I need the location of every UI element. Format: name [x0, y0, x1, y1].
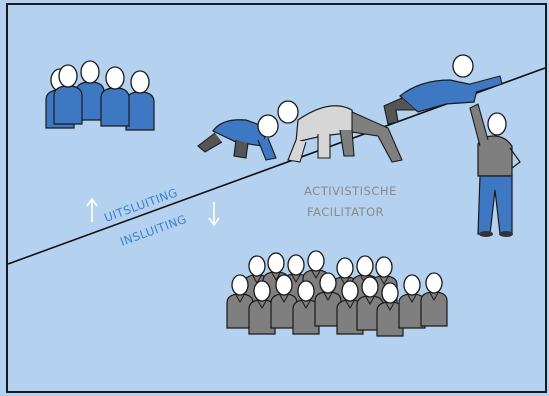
facilitator-label-line1: ACTIVISTISCHE: [304, 184, 397, 198]
facilitator-label-line2: FACILITATOR: [307, 205, 384, 219]
